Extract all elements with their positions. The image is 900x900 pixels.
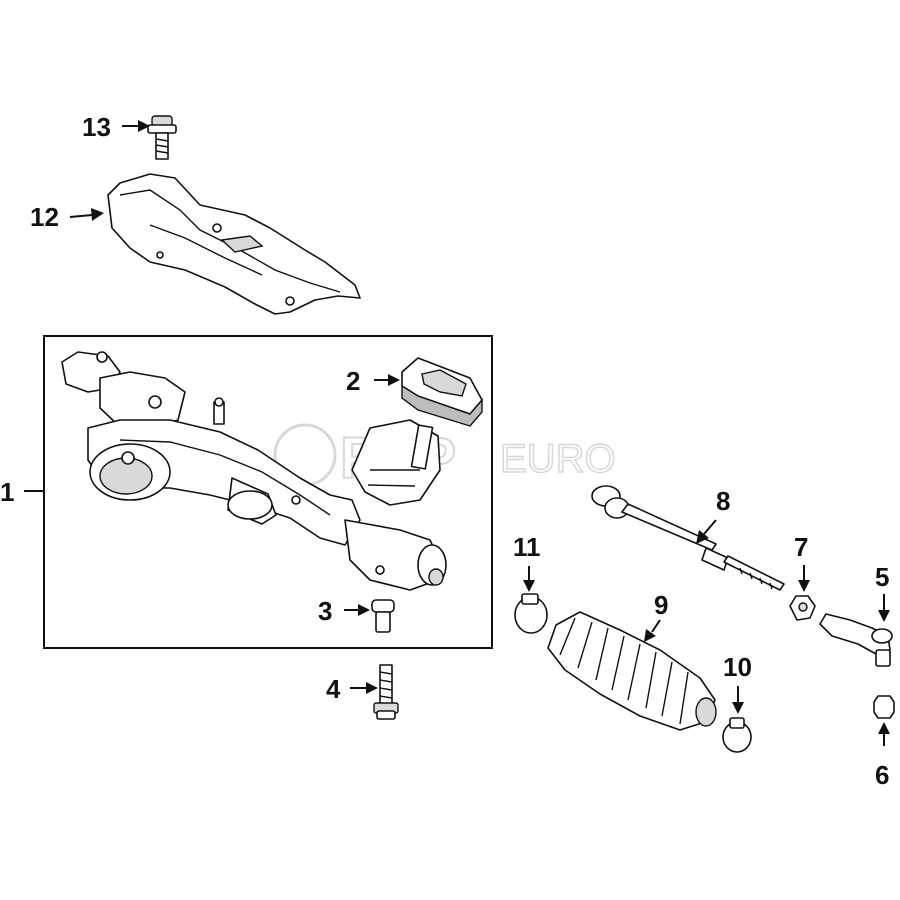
part-13-bolt: [147, 115, 177, 160]
part-8-inner-tie-rod: [591, 485, 785, 591]
part-12-heat-shield: [107, 173, 361, 315]
part-5-tie-rod-end: [819, 613, 893, 667]
callout-7: 7: [794, 532, 808, 562]
part-10-clamp: [722, 717, 752, 753]
callout-labels: 13 12 1 2 3 4 8 7 5 6 9 11 10: [0, 112, 889, 790]
callout-9: 9: [654, 590, 668, 620]
callout-4: 4: [326, 674, 341, 704]
callout-8: 8: [716, 486, 730, 516]
part-6-nut: [873, 695, 895, 719]
part-2-bushing: [401, 357, 483, 427]
callout-6: 6: [875, 760, 889, 790]
callout-10: 10: [723, 652, 752, 682]
watermark-suffix: EURO: [500, 437, 616, 481]
part-7-nut: [789, 595, 816, 621]
part-11-clamp: [514, 593, 548, 634]
callout-12: 12: [30, 202, 59, 232]
callout-13: 13: [82, 112, 111, 142]
callout-3: 3: [318, 596, 332, 626]
part-1-steering-rack: [61, 351, 447, 591]
leader-lines: [24, 120, 890, 746]
callout-2: 2: [346, 366, 360, 396]
part-9-boot: [547, 611, 717, 731]
callout-11: 11: [513, 532, 541, 562]
part-4-bolt: [373, 664, 399, 720]
callout-1: 1: [0, 477, 14, 507]
part-3-bolt: [371, 599, 395, 633]
watermark: FCP EURO: [273, 423, 616, 492]
callout-5: 5: [875, 562, 889, 592]
